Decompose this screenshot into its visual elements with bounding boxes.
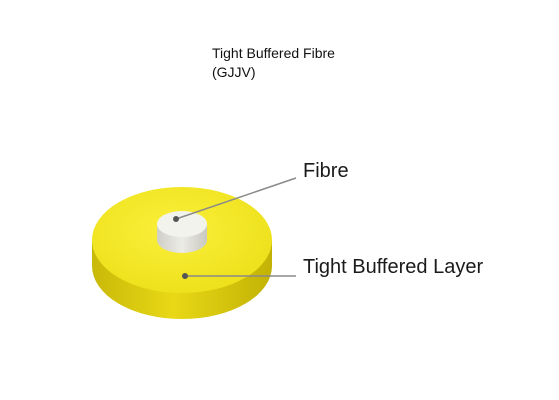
fibre-leader-dot [173, 216, 179, 222]
fibre-core-top [157, 211, 207, 237]
title-line-2: (GJJV) [212, 64, 256, 80]
buffer-layer-label: Tight Buffered Layer [303, 256, 484, 278]
diagram-title: Tight Buffered Fibre (GJJV) [212, 44, 335, 82]
fibre-leader-line [175, 177, 297, 220]
fibre-label: Fibre [303, 160, 349, 182]
title-line-1: Tight Buffered Fibre [212, 45, 335, 61]
buffer-leader-dot [182, 273, 188, 279]
